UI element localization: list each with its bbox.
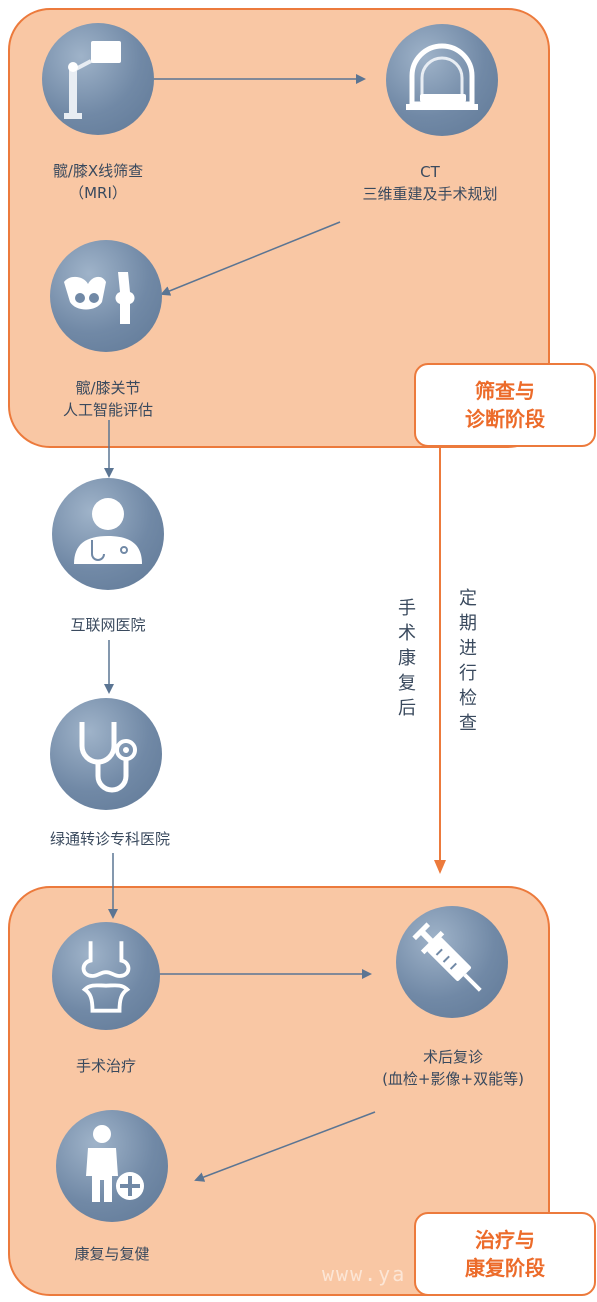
internet-label: 互联网医院 [70, 616, 146, 634]
hip-knee-joint-icon [64, 272, 135, 324]
person-plus-icon [86, 1125, 144, 1202]
xray-label: 髋/膝X线筛查 （MRI） [52, 162, 144, 202]
watermark-text: www.ya [322, 1262, 407, 1286]
knee-bone-icon [81, 941, 131, 1013]
surgery-node-circle [52, 922, 160, 1030]
stethoscope-icon [79, 722, 137, 793]
screening-stage-tag: 筛查与 诊断阶段 [414, 363, 596, 447]
xray-stand-icon [64, 41, 121, 119]
regular-check-vertical-label: 定期进行检查 [459, 588, 477, 734]
internet-node-circle [52, 478, 164, 590]
followup-label: 术后复诊 (血检+影像+双能等) [382, 1048, 524, 1088]
arrow-ct-to-ai [160, 221, 341, 296]
referral-node-circle [50, 698, 162, 810]
ct-node-circle [386, 24, 498, 136]
rehab-node-circle [56, 1110, 168, 1222]
ct-label: CT 三维重建及手术规划 [362, 163, 498, 203]
ai-node-circle [50, 240, 162, 352]
doctor-icon [74, 498, 142, 564]
surgery-label: 手术治疗 [75, 1057, 136, 1075]
syringe-icon [412, 922, 482, 992]
ct-scanner-icon [406, 43, 478, 110]
followup-node-circle [396, 906, 508, 1018]
referral-label: 绿通转诊专科医院 [49, 830, 170, 848]
ai-label: 髋/膝关节 人工智能评估 [62, 379, 153, 419]
treatment-stage-tag: 治疗与 康复阶段 [414, 1212, 596, 1296]
rehab-label: 康复与复健 [74, 1245, 150, 1263]
post-op-vertical-label: 手术康复后 [398, 598, 416, 719]
arrow-followup-to-rehab [194, 1111, 376, 1182]
xray-node-circle [42, 23, 154, 135]
